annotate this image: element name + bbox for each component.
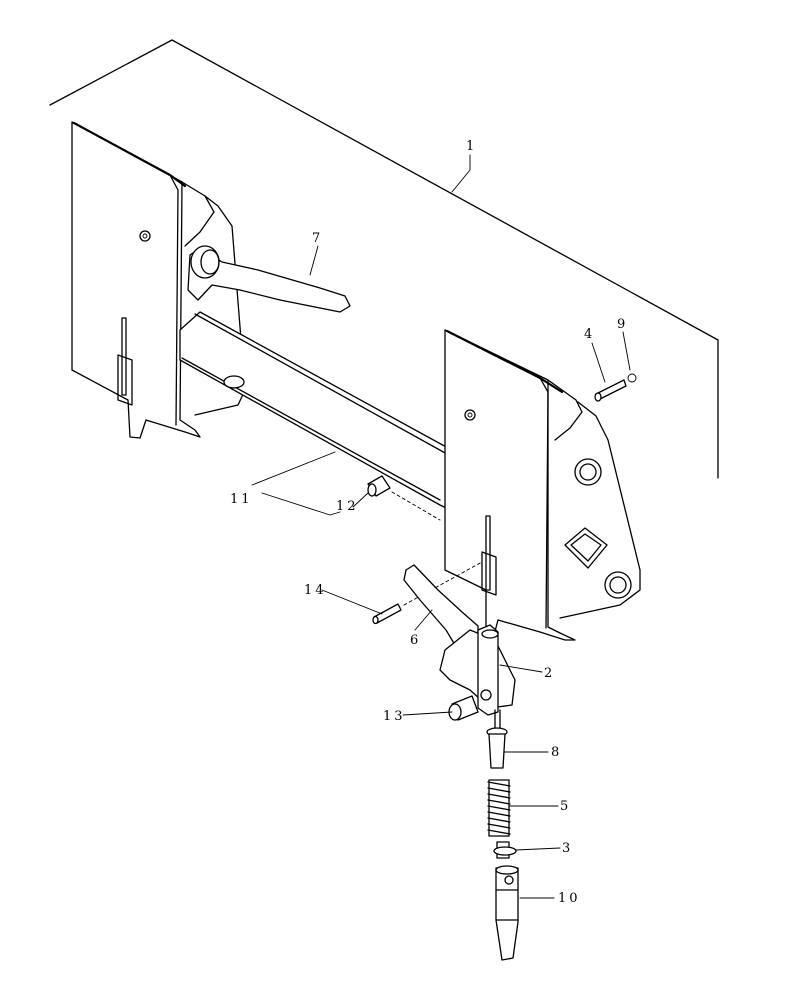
callout-8: 8	[551, 745, 562, 760]
callout-labels: 1 2 3 4 5 6 7 8 9 10 11 12 13 14	[230, 139, 628, 906]
assembly-bracket-outline	[49, 39, 719, 479]
callout-11: 11	[230, 492, 253, 507]
callout-9: 9	[617, 317, 628, 332]
callout-14: 14	[304, 583, 327, 598]
callout-12: 12	[336, 499, 359, 514]
callout-3: 3	[562, 841, 573, 856]
callout-5: 5	[560, 799, 571, 814]
right-mounting-plate	[444, 329, 641, 641]
pivot-pin	[448, 695, 479, 721]
bushing	[486, 727, 508, 769]
callout-7: 7	[312, 231, 323, 246]
pin-and-clip	[594, 373, 637, 402]
latch-body	[439, 624, 516, 716]
cross-tube	[179, 311, 471, 521]
callout-4: 4	[584, 327, 595, 342]
callout-6: 6	[410, 633, 421, 648]
roll-pin	[372, 561, 483, 625]
callout-13: 13	[383, 709, 406, 724]
plunger-shaft	[494, 709, 501, 731]
callout-2: 2	[544, 666, 555, 681]
latch-pin	[495, 865, 519, 961]
leader-lines	[251, 154, 631, 899]
callout-1: 1	[466, 139, 477, 154]
washer	[493, 841, 517, 859]
lever-arm-upper	[187, 245, 351, 313]
spring	[487, 779, 511, 837]
callout-10: 10	[558, 891, 581, 906]
grease-fitting	[367, 475, 441, 521]
left-mounting-plate	[71, 121, 246, 439]
